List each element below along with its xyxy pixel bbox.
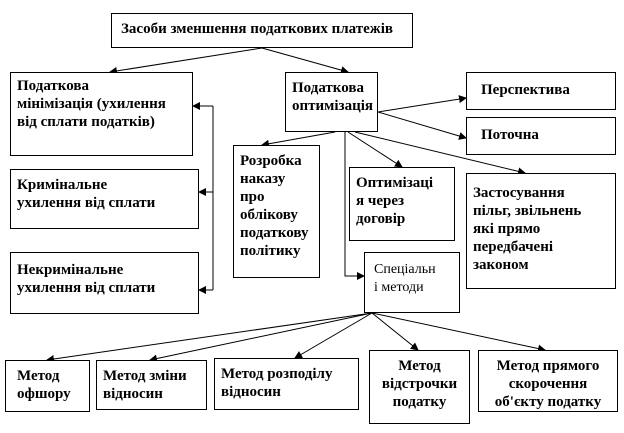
node-perspective: Перспектива [466,72,616,110]
arrow-to-benefits [354,131,526,176]
arrow-root-to-optimization [261,47,349,74]
arrow-to-offshore [46,312,373,363]
node-minimization: Податкова мінімізація (ухилення від спла… [10,72,193,156]
node-benefits: Застосування пільг, звільнень які прямо … [466,173,616,289]
node-reduction: Метод прямого скорочення об'єкту податку [478,350,618,412]
node-offshore: Метод офшору [5,360,90,412]
node-current: Поточна [466,117,616,155]
node-order: Розробка наказу про облікову податкову п… [233,145,320,278]
node-root: Засоби зменшення податкових платежів [111,13,413,48]
node-distribution: Метод розподілу відносин [214,358,359,410]
arrow-to-contract [347,131,403,168]
node-relations: Метод зміни відносин [96,360,207,410]
arrow-to-deferral [371,312,419,351]
arrow-to-perspective [377,95,467,113]
node-contract: Оптимізаці я через договір [349,167,455,241]
arrow-to-current [377,111,467,140]
node-deferral: Метод відстрочки податку [369,350,470,424]
arrow-root-to-minimization [109,47,263,75]
arrow-to-reduction [371,312,546,353]
arrow-to-distribution [294,312,373,359]
node-noncriminal: Некримінальне ухилення від сплати [10,252,199,314]
node-special: Спеціальн і методи [364,252,460,313]
node-criminal: Кримінальне ухилення від сплати [10,169,199,229]
arrow-to-relations [149,312,373,363]
node-optimization: Податкова оптимізація [285,72,378,132]
arrow-to-special [344,132,365,280]
arrow-to-order [261,131,336,148]
